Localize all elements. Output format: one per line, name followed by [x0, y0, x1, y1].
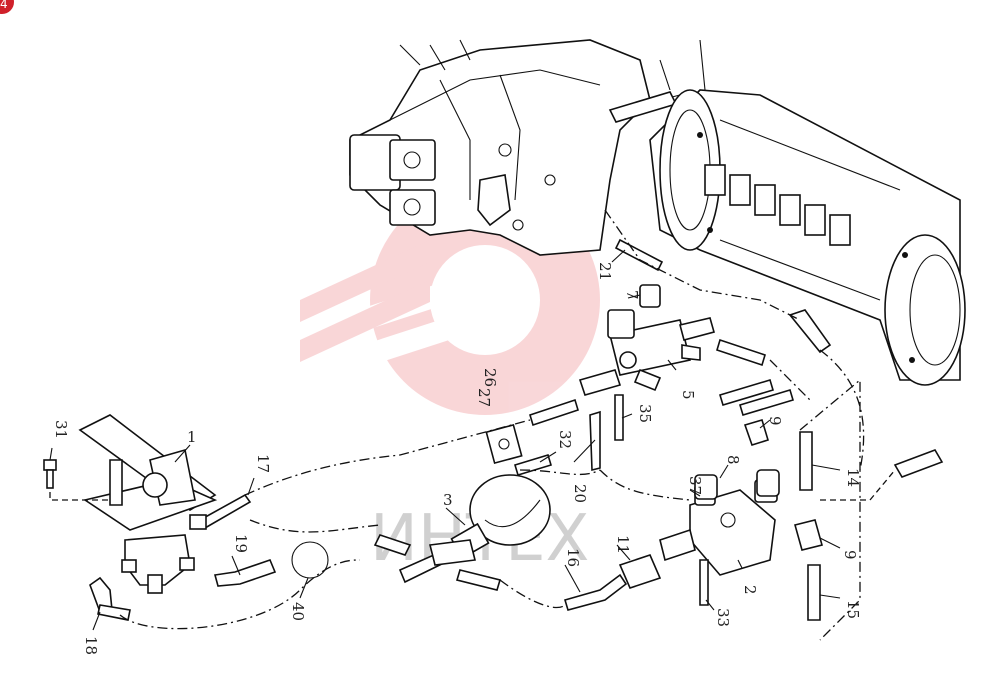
hose-right [788, 309, 832, 354]
hose-16 [564, 573, 628, 611]
callout-18: 18 [82, 636, 100, 655]
bolt-14 [799, 431, 813, 491]
bolt-35 [614, 394, 624, 441]
callout-2: 2 [741, 585, 759, 595]
bolt-16b [455, 569, 502, 591]
damper-8 [694, 469, 780, 500]
hose-routing [119, 209, 896, 641]
callout-7: 7 [623, 290, 641, 300]
callout-21: 21 [596, 262, 614, 281]
callout-19: 19 [232, 534, 250, 553]
callout-8: 8 [724, 455, 742, 465]
pump-housing [349, 39, 681, 256]
callout-9a: 9 [766, 416, 784, 426]
callout-26: 26 [481, 368, 499, 387]
callout-14: 14 [844, 468, 862, 487]
fitting-18 [89, 576, 131, 621]
callout-17: 17 [254, 454, 272, 473]
callout-40: 40 [289, 602, 307, 621]
bolt-c [739, 389, 794, 416]
callout-16: 16 [564, 548, 582, 567]
brake-pedal [78, 414, 218, 531]
callout-32: 32 [556, 430, 574, 449]
leader-lines [49, 249, 841, 631]
callout-15: 15 [844, 600, 862, 619]
bolt-33 [699, 559, 709, 606]
valve-5 [578, 284, 715, 396]
callout-1: 1 [187, 428, 197, 446]
block-26-27 [485, 423, 523, 465]
callout-35: 35 [636, 404, 654, 423]
snap-ring-40 [291, 541, 329, 579]
axle-housing [649, 39, 966, 386]
callout-5: 5 [679, 390, 697, 400]
corner-badge: 4 [0, 0, 14, 14]
bolt-a [716, 338, 766, 367]
accumulator-3 [373, 474, 551, 584]
bolt-31 [43, 459, 57, 489]
bolt-d [529, 398, 579, 427]
callout-20: 20 [571, 484, 589, 503]
hose-far-right [893, 449, 944, 478]
callout-3: 3 [443, 491, 453, 509]
svg-text:4: 4 [0, 0, 8, 11]
hose-19 [213, 559, 277, 587]
hose-17 [189, 493, 252, 530]
brake-master-valve [121, 534, 195, 594]
callout-31: 31 [52, 420, 70, 439]
bolt-21 [614, 238, 664, 272]
bolt-b [719, 379, 774, 406]
fitting-11 [618, 554, 662, 589]
callout-33: 33 [714, 608, 732, 627]
callout-37: 37 [686, 476, 704, 495]
bolt-20 [589, 410, 601, 472]
callout-11: 11 [614, 535, 632, 554]
callout-labels: 1 2 3 5 7 8 9 9 11 14 15 16 17 18 19 20 … [52, 262, 862, 655]
fitting-9-lower [794, 519, 823, 551]
axle-cooling-fins [704, 164, 851, 246]
callout-27: 27 [475, 388, 493, 407]
bolt-15 [807, 564, 821, 621]
callout-9b: 9 [841, 550, 859, 560]
